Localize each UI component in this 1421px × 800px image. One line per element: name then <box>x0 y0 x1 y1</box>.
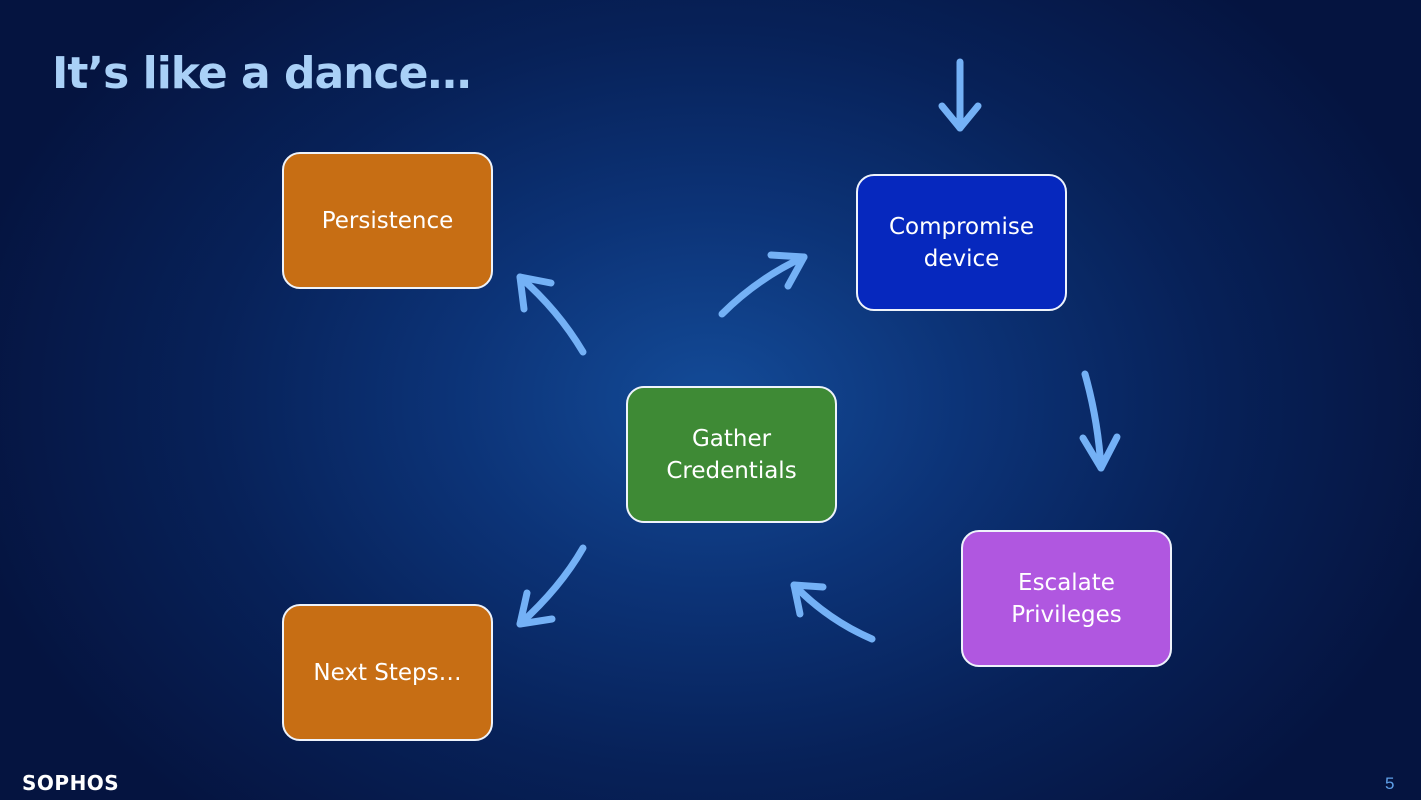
sophos-logo: SOPHOS <box>22 771 120 795</box>
arrow-gather-to-next-steps <box>516 544 587 628</box>
arrow-entry-to-compromise <box>938 58 982 132</box>
slide-title: It’s like a dance… <box>52 48 471 99</box>
arrow-gather-to-persistence <box>516 273 587 356</box>
escalate-privileges-label: Escalate Privileges <box>1011 569 1122 628</box>
arrow-escalate-to-gather <box>790 581 876 643</box>
gather-credentials-label: Gather Credentials <box>666 425 797 484</box>
escalate-privileges-node: Escalate Privileges <box>961 530 1172 667</box>
arrow-gather-to-compromise <box>718 251 808 318</box>
persistence-label: Persistence <box>321 207 454 234</box>
compromise-device-label: Compromise device <box>888 213 1035 272</box>
compromise-device-node: Compromise device <box>856 174 1067 311</box>
page-number: 5 <box>1385 774 1395 793</box>
arrow-compromise-to-escalate <box>1079 370 1121 472</box>
gather-credentials-node: Gather Credentials <box>626 386 837 523</box>
next-steps-node: Next Steps… <box>282 604 493 741</box>
persistence-node: Persistence <box>282 152 493 289</box>
next-steps-label: Next Steps… <box>313 659 462 686</box>
